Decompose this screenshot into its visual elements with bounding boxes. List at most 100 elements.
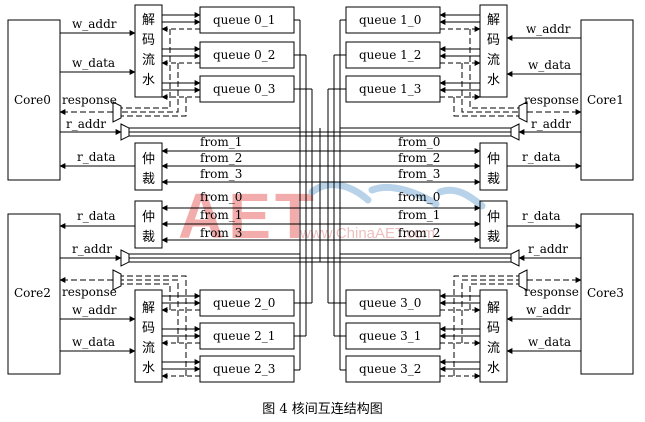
arbiter2-from-1-label: from_1 bbox=[200, 208, 242, 222]
queue-group-core2: queue 2_0 queue 2_1 queue 2_3 bbox=[199, 289, 295, 383]
arbiter2-char-1: 仲 bbox=[142, 210, 155, 225]
watermark-brush-mark bbox=[308, 181, 486, 210]
response-dashed-routes bbox=[121, 29, 519, 376]
core1-response-label: response bbox=[524, 93, 579, 107]
arbiter3-from-2-label: from_2 bbox=[398, 226, 440, 240]
decoder1-char-1: 解 bbox=[487, 13, 500, 28]
decoder2-char-2: 码 bbox=[142, 321, 155, 336]
decoder2-char-3: 流 bbox=[142, 341, 155, 356]
arbiter0-from-2-label: from_2 bbox=[200, 151, 242, 165]
core2-w-addr-label: w_addr bbox=[72, 303, 117, 317]
core1-r-addr-label: r_addr bbox=[531, 117, 571, 131]
queue-1-2-label: queue 1_2 bbox=[359, 48, 421, 62]
decoder0-char-3: 流 bbox=[142, 53, 155, 68]
core0-r-data-label: r_data bbox=[77, 150, 116, 164]
core3-r-data-label: r_data bbox=[522, 209, 561, 223]
core1-r-data-label: r_data bbox=[522, 150, 561, 164]
arbiter2-from-0-label: from_0 bbox=[200, 190, 242, 204]
mux-core1-response bbox=[518, 101, 528, 123]
core1-box bbox=[580, 19, 634, 181]
core3-w-data-label: w_data bbox=[528, 335, 571, 349]
decoder1-char-2: 码 bbox=[487, 33, 500, 48]
core2-r-addr-label: r_addr bbox=[72, 242, 112, 256]
core1-signals bbox=[506, 35, 582, 169]
core2-signals bbox=[59, 223, 136, 354]
core2-w-data-label: w_data bbox=[72, 335, 115, 349]
arbiter0-from-1-label: from_1 bbox=[200, 135, 242, 149]
core0-box bbox=[7, 19, 61, 181]
core0-w-data-label: w_data bbox=[72, 56, 115, 70]
decoder1-char-3: 流 bbox=[487, 53, 500, 68]
queue-0-2-label: queue 0_2 bbox=[213, 48, 275, 62]
decoder0-char-2: 码 bbox=[142, 33, 155, 48]
arbiter3-char-1: 仲 bbox=[487, 210, 500, 225]
watermark-logo: AET bbox=[178, 180, 318, 252]
core0-label: Core0 bbox=[14, 93, 51, 107]
mux-core0-raddr bbox=[120, 123, 130, 141]
queue-2-0-label: queue 2_0 bbox=[213, 296, 275, 310]
core3-signals bbox=[506, 223, 582, 354]
decoder0-box bbox=[134, 4, 163, 98]
core3-label: Core3 bbox=[587, 286, 624, 300]
watermark-site: www.ChinaAET.com bbox=[299, 225, 435, 242]
core0-signals bbox=[59, 30, 136, 169]
mux-core1-raddr bbox=[510, 123, 520, 141]
crossbar-vertical-lines bbox=[294, 19, 346, 371]
mux-core3-response bbox=[518, 269, 528, 291]
arbiter0-char-1: 仲 bbox=[142, 152, 155, 167]
decoder1-box bbox=[479, 4, 508, 98]
core2-response-label: response bbox=[62, 285, 117, 299]
queue-3-2-label: queue 3_2 bbox=[359, 362, 421, 376]
queue-1-0-label: queue 1_0 bbox=[359, 13, 421, 27]
core3-w-addr-label: w_addr bbox=[526, 303, 571, 317]
decoder3-char-2: 码 bbox=[487, 321, 500, 336]
mux-core3-raddr bbox=[510, 249, 520, 267]
decoder3-char-4: 水 bbox=[487, 361, 500, 376]
mux-core2-response bbox=[112, 269, 122, 291]
queue-0-1-label: queue 0_1 bbox=[213, 13, 275, 27]
arbiter2-from-3-label: from_3 bbox=[200, 226, 242, 240]
raddr-bus-lines bbox=[129, 127, 511, 263]
queue-3-1-label: queue 3_1 bbox=[359, 329, 421, 343]
core1-label: Core1 bbox=[587, 93, 624, 107]
core2-box bbox=[7, 213, 61, 375]
queue-3-0-label: queue 3_0 bbox=[359, 296, 421, 310]
queue-group-core0: queue 0_1 queue 0_2 queue 0_3 bbox=[199, 6, 295, 103]
queue-group-core3: queue 3_0 queue 3_1 queue 3_2 bbox=[345, 289, 441, 383]
figure-caption: 图 4 核间互连结构图 bbox=[262, 402, 383, 417]
decoder-queue-links bbox=[161, 12, 481, 379]
decoder2-char-1: 解 bbox=[142, 301, 155, 316]
arbiter1-from-0-label: from_0 bbox=[398, 135, 440, 149]
arbiter-input-arrows bbox=[161, 148, 481, 243]
arbiter1-char-2: 裁 bbox=[487, 171, 500, 187]
core0-response-label: response bbox=[62, 93, 117, 107]
decoder3-char-1: 解 bbox=[487, 301, 500, 316]
core0-r-addr-label: r_addr bbox=[66, 117, 106, 131]
mux-core0-response bbox=[112, 101, 122, 123]
queue-1-3-label: queue 1_3 bbox=[359, 82, 421, 96]
arbiter3-from-0-label: from_0 bbox=[398, 190, 440, 204]
arbiter0-from-3-label: from_3 bbox=[200, 167, 242, 181]
decoder1-char-4: 水 bbox=[487, 73, 500, 88]
decoder0-char-1: 解 bbox=[142, 13, 155, 28]
arbiter3-char-2: 裁 bbox=[487, 229, 500, 245]
mux-core2-raddr bbox=[120, 249, 130, 267]
core1-w-data-label: w_data bbox=[528, 58, 571, 72]
arbiter1-char-1: 仲 bbox=[487, 152, 500, 167]
queue-2-3-label: queue 2_3 bbox=[213, 362, 275, 376]
decoder3-char-3: 流 bbox=[487, 341, 500, 356]
core3-response-label: response bbox=[524, 285, 579, 299]
decoder0-char-4: 水 bbox=[142, 73, 155, 88]
arbiter2-char-2: 裁 bbox=[142, 229, 155, 245]
queue-2-1-label: queue 2_1 bbox=[213, 329, 275, 343]
core3-box bbox=[580, 213, 634, 375]
queue-group-core1: queue 1_0 queue 1_2 queue 1_3 bbox=[345, 6, 441, 103]
core1-w-addr-label: w_addr bbox=[526, 22, 571, 36]
decoder2-char-4: 水 bbox=[142, 361, 155, 376]
arbiter3-from-1-label: from_1 bbox=[398, 208, 440, 222]
arbiter0-char-2: 裁 bbox=[142, 171, 155, 187]
core3-r-addr-label: r_addr bbox=[528, 242, 568, 256]
arbiter1-from-3-label: from_3 bbox=[398, 167, 440, 181]
core2-label: Core2 bbox=[14, 286, 51, 300]
